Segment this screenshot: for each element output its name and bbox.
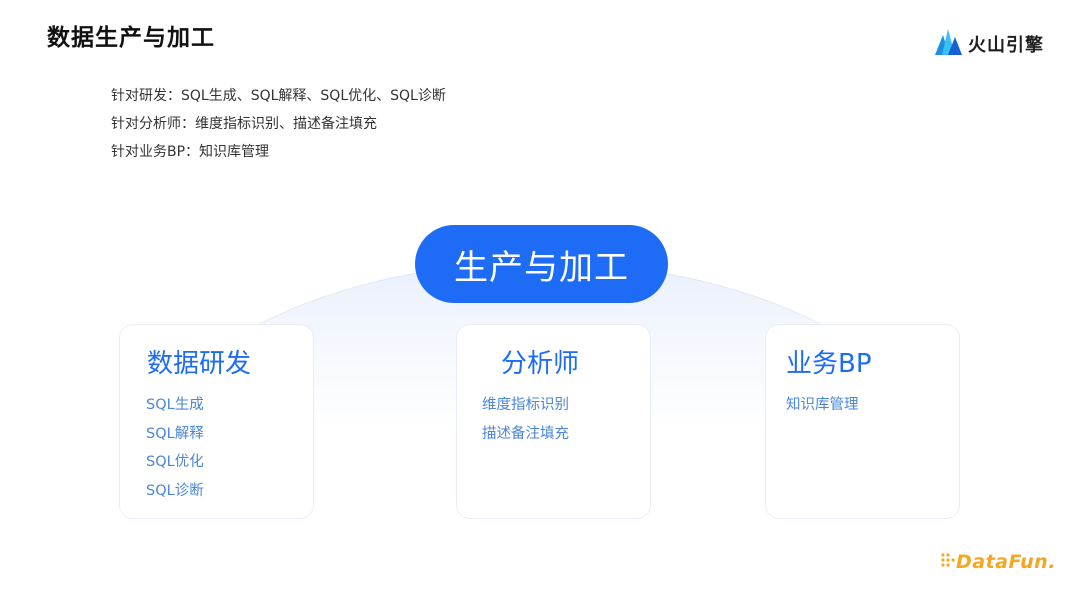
card-item: SQL生成 [146, 397, 204, 413]
card-analyst: 分析师 维度指标识别 描述备注填充 [456, 324, 651, 519]
dots-icon [940, 551, 956, 573]
card-data-dev: 数据研发 SQL生成 SQL解释 SQL优化 SQL诊断 [119, 324, 314, 519]
datafun-text: DataFun. [956, 551, 1056, 573]
card-items: 知识库管理 [786, 391, 859, 420]
card-items: SQL生成 SQL解释 SQL优化 SQL诊断 [146, 391, 204, 505]
card-item: 知识库管理 [786, 397, 859, 413]
brand-logo: 火山引擎 [935, 29, 1044, 59]
card-title: 分析师 [501, 349, 580, 379]
intro-line: 针对分析师：维度指标识别、描述备注填充 [111, 116, 377, 132]
card-title: 业务BP [786, 349, 872, 379]
intro-list: 针对研发：SQL生成、SQL解释、SQL优化、SQL诊断 针对分析师：维度指标识… [111, 82, 446, 166]
center-label: 生产与加工 [415, 225, 668, 303]
card-items: 维度指标识别 描述备注填充 [482, 391, 569, 448]
intro-line: 针对业务BP：知识库管理 [111, 144, 270, 160]
card-business-bp: 业务BP 知识库管理 [765, 324, 960, 519]
datafun-logo: DataFun. [940, 548, 1056, 576]
card-item: SQL诊断 [146, 482, 204, 499]
card-title: 数据研发 [147, 349, 252, 379]
intro-line: 针对研发：SQL生成、SQL解释、SQL优化、SQL诊断 [111, 88, 446, 104]
card-item: SQL解释 [146, 425, 204, 442]
brand-name: 火山引擎 [968, 35, 1044, 56]
page-title: 数据生产与加工 [47, 25, 215, 51]
card-item: 描述备注填充 [482, 425, 569, 442]
card-item: SQL优化 [146, 454, 204, 470]
mountain-logo-icon [935, 29, 962, 59]
card-item: 维度指标识别 [482, 397, 569, 413]
